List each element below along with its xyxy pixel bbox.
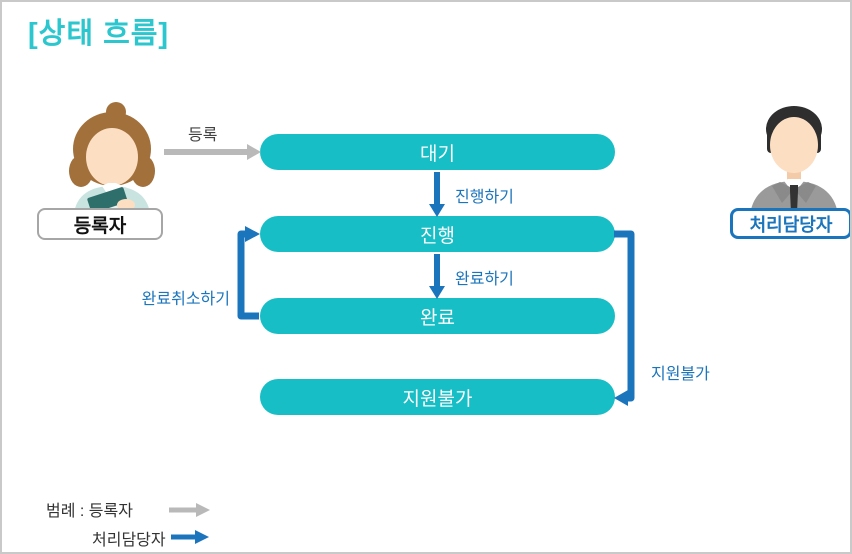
state-unavailable: 지원불가 <box>260 379 615 415</box>
registrant-label-text: 등록자 <box>73 215 127 237</box>
tie <box>790 191 798 213</box>
complete-arrow <box>429 254 445 299</box>
handler-label: 처리담당자 <box>730 208 850 239</box>
handler-label-text: 처리담당자 <box>749 214 833 235</box>
legend-registrant-row: 범례 : 등록자 <box>46 497 133 521</box>
tie-knot <box>790 185 798 191</box>
face <box>770 117 818 173</box>
legend-registrant-text: 등록자 <box>88 503 133 520</box>
lapel-right <box>794 182 816 203</box>
lapel-left <box>772 182 794 203</box>
transition-label-unavailable: 지원불가 <box>651 366 710 383</box>
transition-label-register: 등록 <box>188 127 218 144</box>
legend-prefix: 범례 : <box>46 503 85 520</box>
handler-avatar <box>740 97 848 220</box>
state-waiting-text: 대기 <box>420 143 455 165</box>
state-waiting: 대기 <box>260 134 615 170</box>
transition-label-complete: 완료하기 <box>455 271 514 288</box>
state-complete-text: 완료 <box>420 307 455 329</box>
proceed-arrow <box>429 172 445 217</box>
legend-handler-arrow <box>171 530 209 544</box>
face <box>86 128 138 186</box>
state-complete: 완료 <box>260 298 615 334</box>
legend-handler-text: 처리담당자 <box>92 532 166 549</box>
state-in-progress: 진행 <box>260 216 615 252</box>
state-in-progress-text: 진행 <box>420 225 455 247</box>
woman-avatar-icon <box>69 102 155 218</box>
transition-label-proceed: 진행하기 <box>455 189 514 206</box>
register-arrow <box>164 144 261 160</box>
registrant-label: 등록자 <box>37 208 163 240</box>
registrant-avatar <box>52 99 172 219</box>
state-unavailable-text: 지원불가 <box>402 388 473 410</box>
man-avatar-icon <box>750 106 838 215</box>
unavailable-arrow <box>614 230 635 406</box>
transition-label-cancel-complete: 완료취소하기 <box>141 291 230 308</box>
legend-handler-row: 처리담당자 <box>92 526 166 550</box>
page-title: [상태 흐름] <box>28 18 170 50</box>
legend-registrant-arrow <box>169 503 210 517</box>
cancel-complete-arrow <box>237 226 260 320</box>
